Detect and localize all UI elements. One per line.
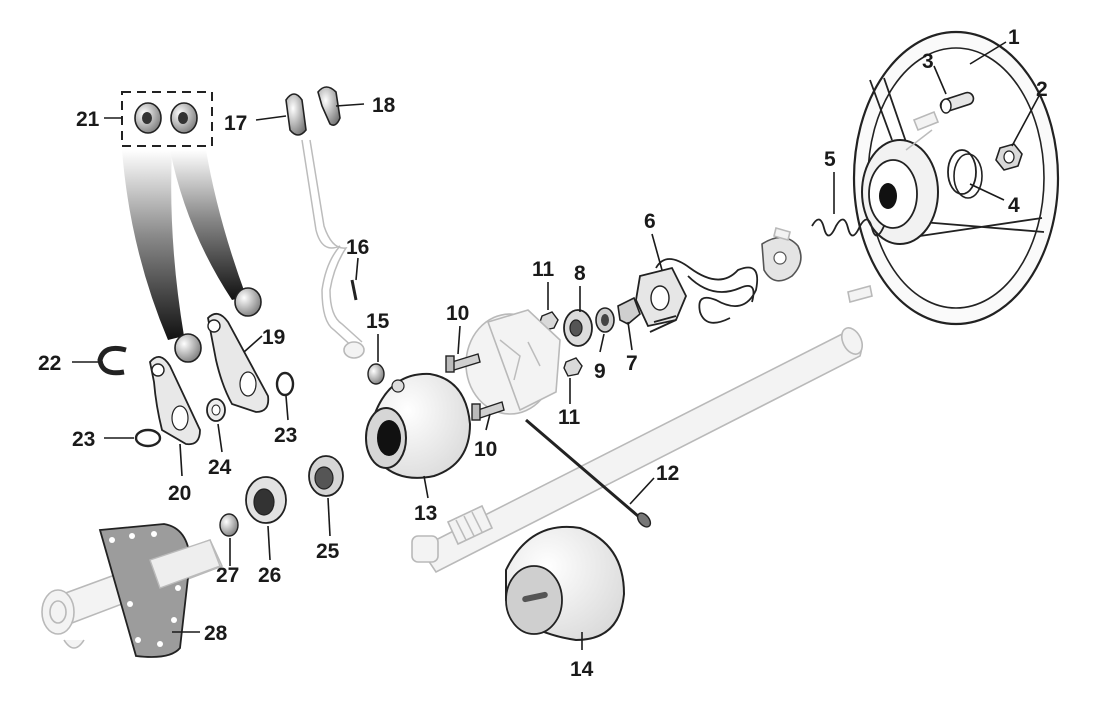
roll-pin	[350, 279, 358, 301]
callout-2: 2	[1036, 78, 1048, 101]
bearing-26	[245, 476, 287, 524]
seal-25	[308, 455, 344, 497]
horn-contact-pins	[905, 91, 975, 151]
callout-18: 18	[372, 94, 396, 117]
lever-bushing-left	[174, 333, 202, 363]
shift-bushing	[367, 363, 385, 385]
callout-9: 9	[594, 360, 606, 383]
callout-labels: 1 2 3 4 5 6 7 8 9 10 10 11 11 12 13 14 1…	[38, 26, 1048, 681]
wheel-nut	[995, 143, 1023, 171]
mounting-flange	[98, 523, 221, 658]
callout-27: 27	[216, 564, 239, 587]
bushing-location-indicators	[122, 150, 246, 340]
callout-24: 24	[208, 456, 232, 479]
callout-10-lower: 10	[474, 438, 497, 461]
callout-28: 28	[204, 622, 228, 645]
callout-1: 1	[1008, 26, 1020, 49]
hex-nut-lower	[563, 357, 583, 377]
callout-23-left: 23	[72, 428, 95, 451]
callout-8: 8	[574, 262, 586, 285]
screw-upper	[445, 353, 481, 373]
callout-10-upper: 10	[446, 302, 469, 325]
callout-12: 12	[656, 462, 679, 485]
callout-16: 16	[346, 236, 369, 259]
bushing-27	[219, 513, 239, 537]
lower-shroud	[505, 525, 626, 642]
signal-housing-ghost	[465, 309, 561, 415]
screw-lower	[471, 401, 505, 421]
callout-26: 26	[258, 564, 281, 587]
turn-signal-switch	[635, 258, 759, 333]
callout-11-lower: 11	[558, 406, 581, 429]
callout-6: 6	[644, 210, 656, 233]
callout-3: 3	[922, 50, 934, 73]
callout-19: 19	[262, 326, 285, 349]
callout-23-right: 23	[274, 424, 297, 447]
bushing	[595, 307, 615, 333]
callout-17: 17	[224, 112, 247, 135]
leader-lines	[72, 41, 1041, 650]
steering-wheel	[852, 30, 1060, 326]
callout-4: 4	[1008, 194, 1020, 217]
flat-washer	[206, 398, 226, 422]
shift-lever-arm-19	[207, 312, 270, 413]
callout-25: 25	[316, 540, 340, 563]
callout-15: 15	[366, 310, 390, 333]
spring	[811, 218, 885, 237]
callout-22: 22	[38, 352, 61, 375]
retaining-rings	[947, 149, 983, 199]
shift-lever-arm-20	[149, 356, 201, 446]
lock-washer-left	[134, 428, 162, 448]
control-rod	[525, 418, 652, 528]
upper-bearing	[563, 309, 593, 347]
cancel-cam	[617, 296, 641, 325]
callout-20: 20	[168, 482, 191, 505]
upper-shroud	[365, 372, 472, 479]
bushing-pair-box	[121, 91, 213, 147]
callout-13: 13	[414, 502, 437, 525]
lever-tip	[317, 86, 341, 126]
callout-11-upper: 11	[532, 258, 555, 281]
callout-5: 5	[824, 148, 836, 171]
lever-bushing-right	[234, 287, 262, 317]
shift-knob	[285, 93, 307, 136]
lock-washer-right	[275, 371, 295, 397]
callout-14: 14	[570, 658, 594, 681]
callout-21: 21	[76, 108, 100, 131]
c-clip	[97, 345, 127, 376]
steering-shaft-ghost	[411, 327, 864, 574]
wheel-hub-plate	[761, 227, 873, 303]
shift-lever-ghost	[301, 139, 365, 359]
callout-7: 7	[626, 352, 638, 375]
